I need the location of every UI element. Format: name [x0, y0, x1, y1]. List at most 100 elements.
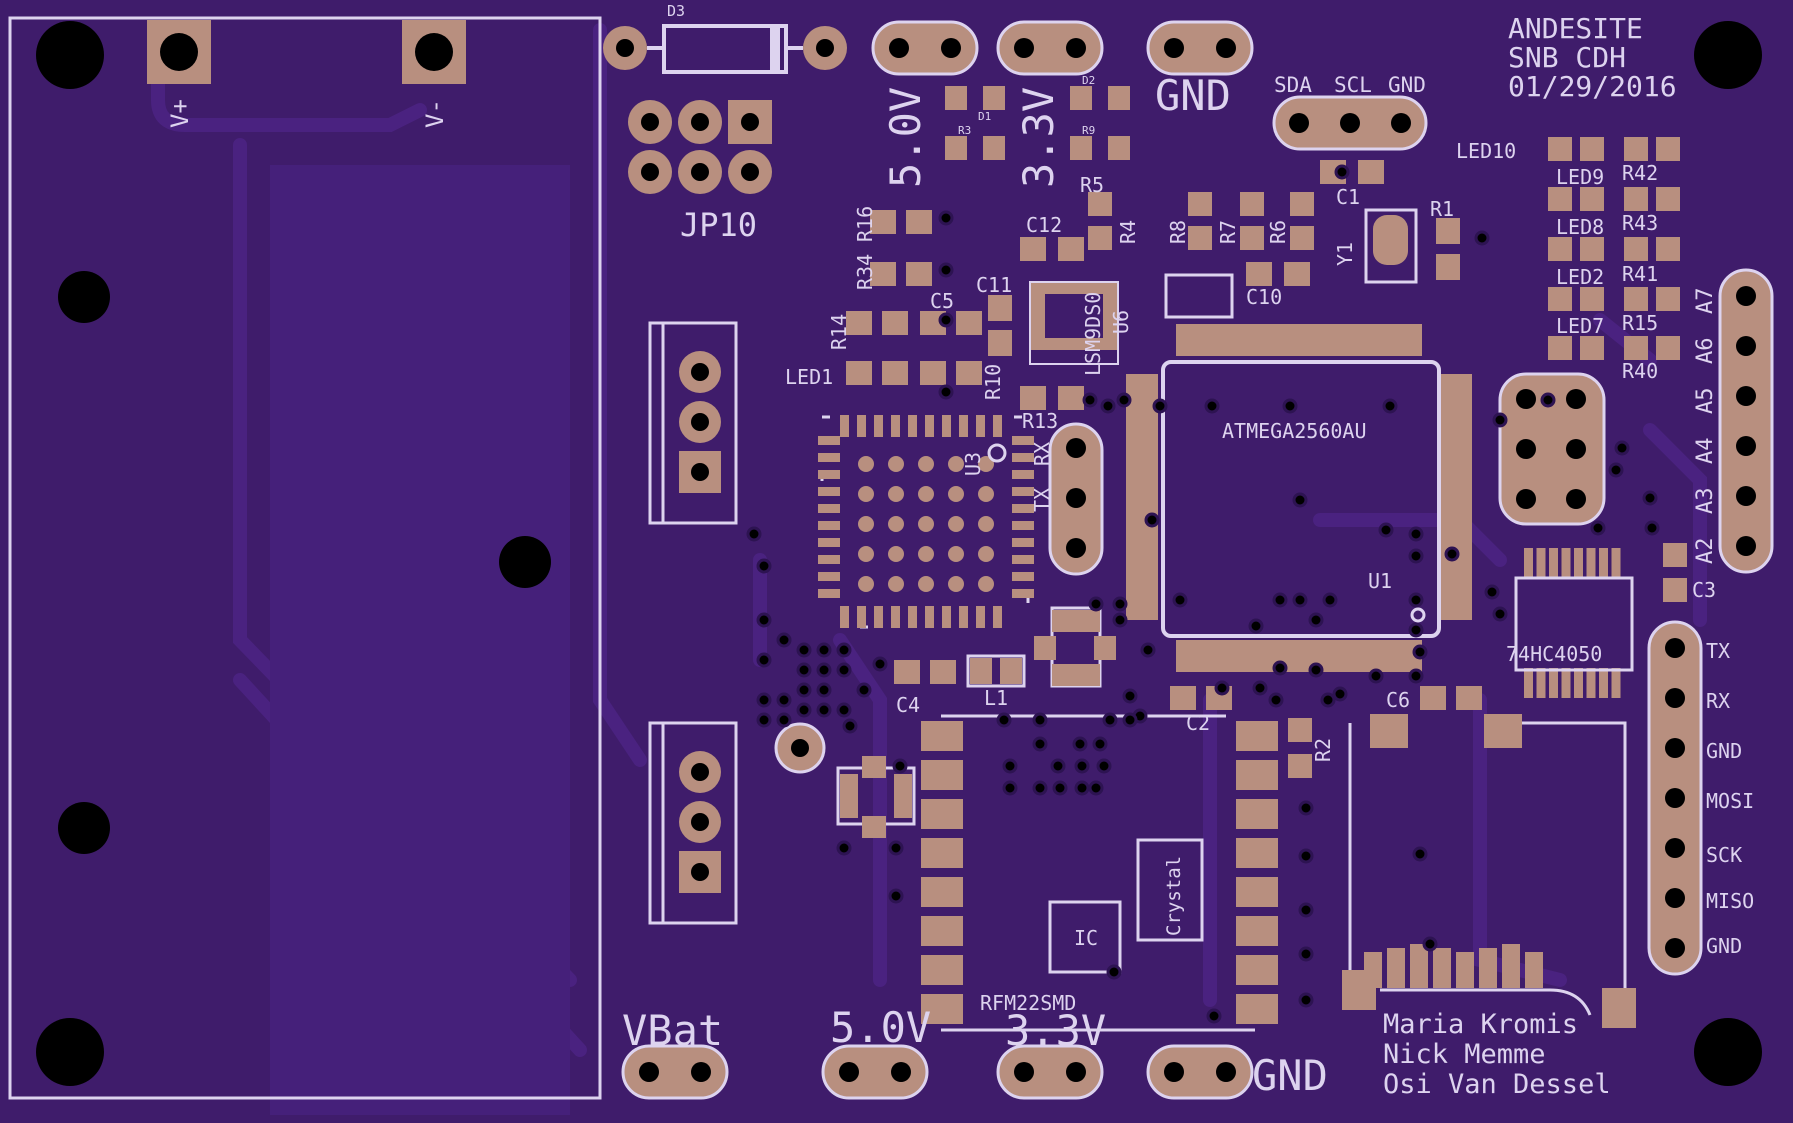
board-name: ANDESITE [1508, 12, 1643, 45]
via [836, 662, 852, 678]
sd-pin [1456, 952, 1474, 988]
via [1474, 230, 1490, 246]
u3-ball [888, 576, 904, 592]
vbat-label: VBat [622, 1006, 723, 1055]
u3-ball [888, 486, 904, 502]
via [1272, 592, 1288, 608]
u3-pin [959, 606, 968, 628]
via [1082, 392, 1098, 408]
via [1072, 736, 1088, 752]
via [756, 652, 772, 668]
via [938, 262, 954, 278]
sd-pin [1525, 952, 1543, 988]
sd-pin [1433, 948, 1451, 988]
u3-pin [1012, 572, 1034, 581]
u3-pin [993, 415, 1002, 437]
hc4050-pin [1599, 668, 1608, 698]
atmega-pin1-marker [1410, 607, 1426, 623]
top-gnd-label: GND [1155, 71, 1231, 120]
via [1100, 398, 1116, 414]
sd-pin [1364, 952, 1382, 988]
u3-pin [874, 606, 883, 628]
board-subtitle: SNB CDH [1508, 41, 1626, 74]
via [1298, 848, 1314, 864]
via [756, 558, 772, 574]
hc4050-pin [1536, 548, 1546, 578]
hc4050-pin [1586, 668, 1596, 698]
via [1144, 512, 1160, 528]
diode-d3 [603, 24, 847, 74]
rfm-pin [1236, 760, 1278, 790]
r4-label: R4 [1116, 220, 1140, 244]
r7-label: R7 [1216, 220, 1240, 244]
top-5v-label: 5.0V [881, 87, 930, 188]
led-resistor-pair-top [945, 86, 1130, 160]
u3-pin [857, 415, 866, 437]
u3-pin [818, 589, 840, 598]
led9-label: LED9 [1556, 165, 1604, 189]
single-test-point [774, 722, 826, 774]
via [938, 384, 954, 400]
via [1298, 902, 1314, 918]
u3-ball [948, 456, 964, 472]
hc4050-pin [1599, 548, 1608, 578]
u3-ball [858, 546, 874, 562]
atmega-body [1161, 360, 1441, 638]
u3-pin [840, 415, 849, 437]
u3-ball [948, 576, 964, 592]
spi-gnd2-label: GND [1706, 934, 1742, 958]
u3-pin [908, 415, 917, 437]
r41-label: R41 [1622, 262, 1658, 286]
u3-pin [818, 453, 840, 462]
via [996, 712, 1012, 728]
spi-tx-label: TX [1706, 639, 1730, 663]
c10-label: C10 [1246, 285, 1282, 309]
u3-pin [818, 538, 840, 547]
hc4050-pin [1561, 548, 1571, 578]
via [1590, 520, 1606, 536]
hc4050-pin [1611, 548, 1621, 578]
d3-label: D3 [667, 2, 685, 20]
v-plus-label: V+ [166, 99, 194, 128]
u3-label: U3 [961, 452, 985, 476]
c5-label: C5 [930, 289, 954, 313]
u3-pin [818, 470, 840, 479]
u3-pin [818, 504, 840, 513]
rfm-pin [1236, 994, 1278, 1024]
u3-ball [978, 456, 994, 472]
rfm-pin [921, 877, 963, 907]
via [816, 662, 832, 678]
hc4050-pin [1536, 668, 1546, 698]
via [872, 656, 888, 672]
sd-connector [1342, 714, 1636, 1028]
via [1252, 680, 1268, 696]
d1-label: D1 [978, 110, 991, 123]
battery-terminal-pads [147, 20, 466, 84]
hc4050-pin [1611, 668, 1621, 698]
rfm-pin [1236, 799, 1278, 829]
via [816, 642, 832, 658]
via [1112, 596, 1128, 612]
r1-label: R1 [1430, 197, 1454, 221]
via [1092, 736, 1108, 752]
hc4050-pin [1586, 548, 1596, 578]
via [938, 312, 954, 328]
c6-label: C6 [1386, 688, 1410, 712]
u3-pin [818, 436, 840, 445]
tactile-part [836, 756, 916, 838]
bottom-gnd-label: GND [1252, 1051, 1328, 1100]
u3-ball [948, 546, 964, 562]
i2c-sda-label: SDA [1274, 73, 1312, 97]
via [1308, 662, 1324, 678]
rfm-pin [1236, 877, 1278, 907]
via [796, 642, 812, 658]
u3-pin [818, 521, 840, 530]
via [796, 702, 812, 718]
rfm-pin [1236, 721, 1278, 751]
c4-label: C4 [896, 693, 920, 717]
u3-ball [888, 456, 904, 472]
via [836, 702, 852, 718]
u3-ball [918, 516, 934, 532]
uart-rx-label: RX [1030, 442, 1054, 466]
